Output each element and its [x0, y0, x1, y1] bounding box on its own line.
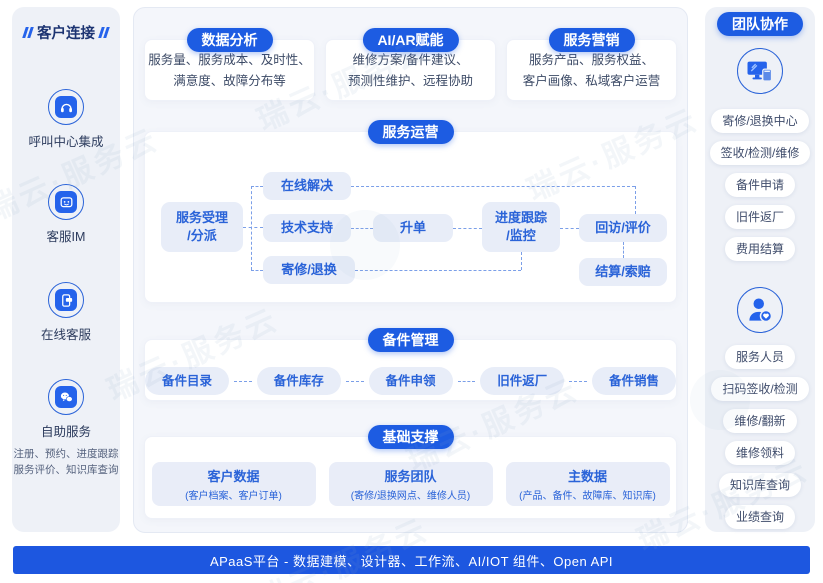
apaas-platform-bar: APaaS平台 - 数据建模、设计器、工作流、AI/IOT 组件、Open AP…: [13, 546, 810, 574]
capability-text: 服务量、服务成本、及时性、 满意度、故障分布等: [148, 52, 311, 88]
flow-node-mailin: 寄修/退换: [263, 256, 355, 284]
capability-row: 数据分析 服务量、服务成本、及时性、 满意度、故障分布等 AI/AR赋能 维修方…: [144, 28, 677, 101]
collab-group-center: 寄修/退换中心 签收/检测/维修 备件申请 旧件返厂 费用结算: [709, 109, 811, 261]
online-service-icon: [48, 282, 84, 318]
connector-line: [521, 252, 522, 270]
channel-online-service: 在线客服: [12, 282, 120, 343]
capability-badge: AI/AR赋能: [362, 28, 459, 52]
service-operation-badge: 服务运营: [367, 120, 454, 144]
flow-node-track: 进度跟踪 /监控: [482, 202, 560, 252]
capability-badge: 服务营销: [548, 28, 635, 52]
team-collab-panel: 团队协作 寄修/退换中心 签收/检测/维修 备件申请 旧件返厂 费用结算 服务人…: [705, 7, 815, 532]
capability-card-data-analysis: 数据分析 服务量、服务成本、及时性、 满意度、故障分布等: [144, 28, 315, 101]
customer-connect-title: 客户连接: [12, 22, 120, 43]
collab-item: 知识库查询: [718, 473, 801, 497]
channel-label: 自助服务: [40, 425, 91, 439]
service-operation-card: 服务运营 服务受理 /分派 在线解决 技术支持 寄修/退换 升单 进度跟踪 /监…: [144, 120, 677, 303]
headset-icon: [48, 89, 84, 125]
workstation-devices-icon: [737, 48, 783, 94]
channel-self-service: 自助服务 注册、预约、进度跟踪 服务评价、知识库查询: [12, 379, 120, 479]
channel-sublabel: 注册、预约、进度跟踪 服务评价、知识库查询: [13, 448, 119, 477]
collab-item: 业绩查询: [724, 505, 795, 529]
parts-item: 备件申领: [368, 367, 453, 395]
foundation-subtitle: (寄修/退换网点、维修人员): [350, 491, 471, 502]
channel-call-center: 呼叫中心集成: [12, 89, 120, 150]
apaas-bar-text: APaaS平台 - 数据建模、设计器、工作流、AI/IOT 组件、Open AP…: [209, 553, 614, 569]
collab-item: 扫码签收/检测: [711, 377, 809, 401]
collab-group-staff: 服务人员 扫码签收/检测 维修/翻新 维修领料 知识库查询 业绩查询: [711, 345, 809, 529]
capability-text: 维修方案/备件建议、 预测性维护、远程协助: [347, 52, 473, 88]
collab-item: 费用结算: [724, 237, 795, 261]
channel-label: 在线客服: [40, 328, 91, 342]
customer-connect-panel: 客户连接 呼叫中心集成 客服IM 在线客服 自助服务: [12, 7, 120, 532]
flow-node-escalate: 升单: [373, 214, 453, 242]
collab-item: 旧件返厂: [724, 205, 795, 229]
foundation-box-master-data: 主数据 (产品、备件、故障库、知识库): [505, 462, 670, 506]
connector-line: [351, 186, 635, 187]
capability-text: 服务产品、服务权益、 客户画像、私域客户运营: [522, 52, 661, 88]
connector-line: [457, 380, 476, 382]
channel-im: 客服IM: [12, 184, 120, 245]
team-collab-badge: 团队协作: [717, 12, 803, 36]
collab-item: 维修领料: [724, 441, 795, 465]
service-person-icon: [737, 287, 783, 333]
connector-line: [351, 228, 373, 229]
flow-node-review: 回访/评价: [579, 214, 667, 242]
flow-node-tech: 技术支持: [263, 214, 351, 242]
collab-item: 服务人员: [724, 345, 795, 369]
foundation-subtitle: (客户档案、客户订单): [185, 491, 282, 502]
channel-label: 呼叫中心集成: [28, 135, 104, 149]
connector-line: [623, 242, 624, 258]
collab-item: 寄修/退换中心: [711, 109, 809, 133]
connector-line: [453, 228, 482, 229]
foundation-row: 客户数据 (客户档案、客户订单) 服务团队 (寄修/退换网点、维修人员) 主数据…: [145, 462, 676, 506]
capability-badge: 数据分析: [186, 28, 273, 52]
connector-line: [569, 380, 587, 382]
collab-item: 签收/检测/维修: [709, 141, 811, 165]
foundation-subtitle: (产品、备件、故障库、知识库): [519, 491, 656, 502]
im-chat-icon: [48, 184, 84, 220]
self-service-icon: [48, 379, 84, 415]
connector-line: [635, 186, 636, 214]
connector-line: [243, 227, 263, 228]
flow-node-online: 在线解决: [263, 172, 351, 200]
connector-line: [560, 228, 579, 229]
foundation-card: 基础支撑 客户数据 (客户档案、客户订单) 服务团队 (寄修/退换网点、维修人员…: [144, 425, 677, 519]
foundation-title: 客户数据: [207, 469, 260, 484]
foundation-box-service-team: 服务团队 (寄修/退换网点、维修人员): [328, 462, 493, 506]
connector-line: [251, 270, 263, 271]
channel-label: 客服IM: [46, 230, 86, 244]
connector-line: [234, 380, 252, 382]
spare-parts-row: 备件目录 备件库存 备件申领 旧件返厂 备件销售: [145, 367, 677, 395]
flow-node-settle: 结算/索赔: [579, 258, 667, 286]
connector-line: [251, 186, 252, 270]
parts-item: 旧件返厂: [480, 367, 565, 395]
parts-item: 备件目录: [145, 367, 230, 395]
spare-parts-card: 备件管理 备件目录 备件库存 备件申领 旧件返厂 备件销售: [144, 328, 677, 401]
double-bars-icon: [22, 27, 34, 38]
capability-card-ai-ar: AI/AR赋能 维修方案/备件建议、 预测性维护、远程协助: [325, 28, 496, 101]
panel-title-text: 客户连接: [37, 26, 95, 42]
double-bars-icon: [98, 27, 110, 38]
spare-parts-badge: 备件管理: [367, 328, 454, 352]
flow-node-intake: 服务受理 /分派: [161, 202, 243, 252]
parts-item: 备件销售: [592, 367, 677, 395]
foundation-title: 主数据: [567, 469, 607, 484]
main-architecture-area: 数据分析 服务量、服务成本、及时性、 满意度、故障分布等 AI/AR赋能 维修方…: [133, 7, 688, 533]
collab-item: 维修/翻新: [723, 409, 797, 433]
capability-card-marketing: 服务营销 服务产品、服务权益、 客户画像、私域客户运营: [506, 28, 677, 101]
foundation-box-customer-data: 客户数据 (客户档案、客户订单): [151, 462, 316, 506]
parts-item: 备件库存: [256, 367, 341, 395]
collab-item: 备件申请: [724, 173, 795, 197]
connector-line: [355, 270, 521, 271]
connector-line: [251, 186, 263, 187]
foundation-title: 服务团队: [384, 469, 437, 484]
connector-line: [345, 380, 364, 382]
foundation-badge: 基础支撑: [367, 425, 454, 449]
